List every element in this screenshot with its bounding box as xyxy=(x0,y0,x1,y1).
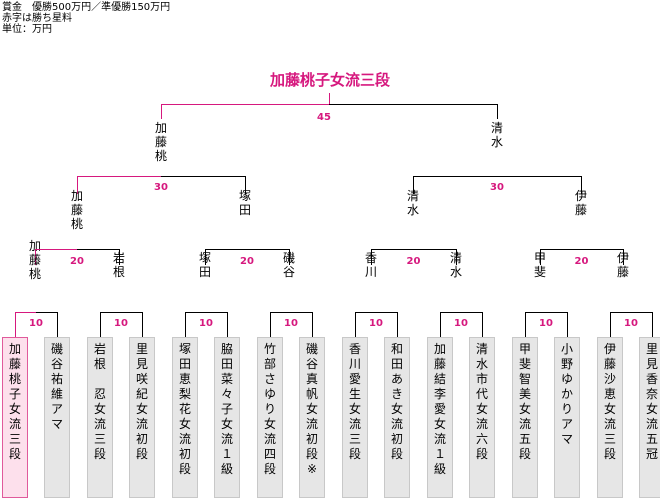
round1-winner: 磯谷 xyxy=(283,251,295,279)
round1-prize: 10 xyxy=(369,318,383,329)
player-name: 甲斐智美女流五段 xyxy=(519,342,531,461)
player-box xyxy=(2,337,28,498)
round2-prize: 20 xyxy=(240,256,254,267)
round1-prize: 10 xyxy=(199,318,213,329)
round2-prize: 20 xyxy=(575,256,589,267)
player-name: 加藤結李愛女流１級 xyxy=(434,342,446,476)
round1-prize: 10 xyxy=(539,318,553,329)
player-name: 加藤桃子女流三段 xyxy=(9,342,21,461)
round1-winner: 清水 xyxy=(450,251,462,279)
round1-winner: 塚田 xyxy=(199,251,211,279)
player-box xyxy=(469,337,495,498)
player-box xyxy=(639,337,660,498)
round2-prize: 20 xyxy=(407,256,421,267)
round1-prize: 10 xyxy=(624,318,638,329)
round1-prize: 10 xyxy=(284,318,298,329)
round2-winner: 加藤桃 xyxy=(71,189,83,231)
prize-note: 賞金 優勝500万円／準優勝150万円 xyxy=(2,2,171,13)
player-name: 岩根 忍女流三段 xyxy=(94,341,106,461)
player-name: 塚田恵梨花女流初段 xyxy=(179,342,191,476)
player-name: 里見香奈女流五冠 xyxy=(646,342,658,461)
unit-note: 単位：万円 xyxy=(2,24,52,35)
player-name: 香川愛生女流三段 xyxy=(349,342,361,461)
round1-winner: 岩根 xyxy=(113,250,125,279)
prize-notes: 賞金 優勝500万円／準優勝150万円 赤字は勝ち星料 単位：万円 xyxy=(2,2,170,35)
player-box xyxy=(87,337,113,498)
round2-prize: 20 xyxy=(70,256,84,267)
player-name: 和田あき女流初段 xyxy=(391,342,403,461)
player-box xyxy=(44,337,70,498)
round3-prize: 30 xyxy=(154,182,168,193)
player-name: 磯谷祐維アマ xyxy=(51,342,63,431)
player-box xyxy=(129,337,155,498)
round3-winner: 加藤桃 xyxy=(155,121,167,163)
player-name: 清水市代女流六段 xyxy=(476,342,488,461)
player-name: 磯谷真帆女流初段※ xyxy=(306,342,318,476)
round2-winner: 清水 xyxy=(407,189,419,217)
player-name: 里見咲紀女流初段 xyxy=(136,342,148,461)
player-box xyxy=(342,337,368,498)
round2-winner: 伊藤 xyxy=(575,189,587,217)
player-box xyxy=(257,337,283,498)
round1-prize: 10 xyxy=(114,318,128,329)
round3-winner: 清水 xyxy=(491,121,503,149)
player-name: 脇田菜々子女流１級 xyxy=(221,342,233,476)
red-text-note: 赤字は勝ち星料 xyxy=(2,13,72,24)
round2-winner: 塚田 xyxy=(239,189,251,217)
player-box xyxy=(597,337,623,498)
player-box xyxy=(427,337,453,498)
player-box xyxy=(384,337,410,498)
round1-winner: 甲斐 xyxy=(534,251,546,279)
player-box xyxy=(172,337,198,498)
round1-winner: 香川 xyxy=(365,251,377,279)
round1-winner: 加藤桃 xyxy=(29,239,41,281)
player-box xyxy=(512,337,538,498)
final-prize: 45 xyxy=(317,112,331,123)
champion-name: 加藤桃子女流三段 xyxy=(269,71,390,89)
player-box xyxy=(299,337,325,498)
round1-prize: 10 xyxy=(29,318,43,329)
round1-winner: 伊藤 xyxy=(617,251,629,279)
player-box xyxy=(214,337,240,498)
round3-prize: 30 xyxy=(490,182,504,193)
player-name: 小野ゆかりアマ xyxy=(561,342,573,446)
round1-prize: 10 xyxy=(454,318,468,329)
player-name: 伊藤沙恵女流三段 xyxy=(604,342,616,461)
player-name: 竹部さゆり女流四段 xyxy=(264,342,276,476)
player-box xyxy=(554,337,580,498)
